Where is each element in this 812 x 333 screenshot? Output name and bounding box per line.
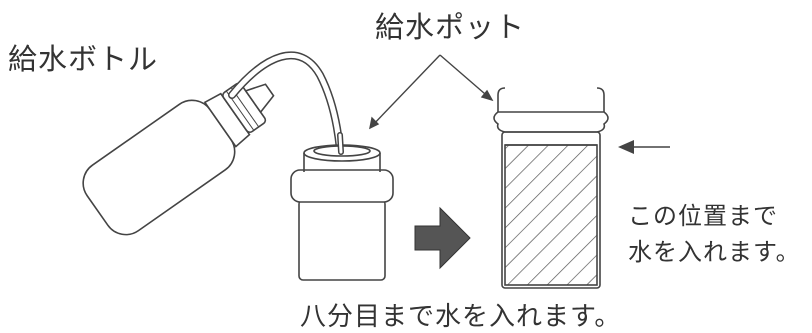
right-arrow-icon	[414, 206, 471, 270]
left-arrow-icon	[618, 140, 670, 154]
pot-label: 給水ポット	[375, 10, 526, 44]
position-label-line2: 水を入れます。	[628, 238, 801, 266]
water-bottle	[82, 82, 275, 236]
water-pot-left	[290, 144, 394, 281]
pot-pointer-lines	[369, 54, 494, 130]
caption-label: 八分目まで水を入れます。	[300, 302, 622, 332]
pot-body	[298, 199, 386, 281]
bottle-label: 給水ボトル	[8, 42, 159, 76]
pot-collar	[290, 169, 394, 203]
bottle-nozzle-base	[244, 83, 275, 114]
pot-body-right	[501, 131, 601, 289]
pot-collar-right	[493, 111, 609, 133]
bottle-shoulder	[203, 92, 251, 148]
water-pot-right	[493, 87, 609, 289]
water-fill	[504, 144, 598, 286]
position-label-line1: この位置まで	[628, 202, 778, 230]
